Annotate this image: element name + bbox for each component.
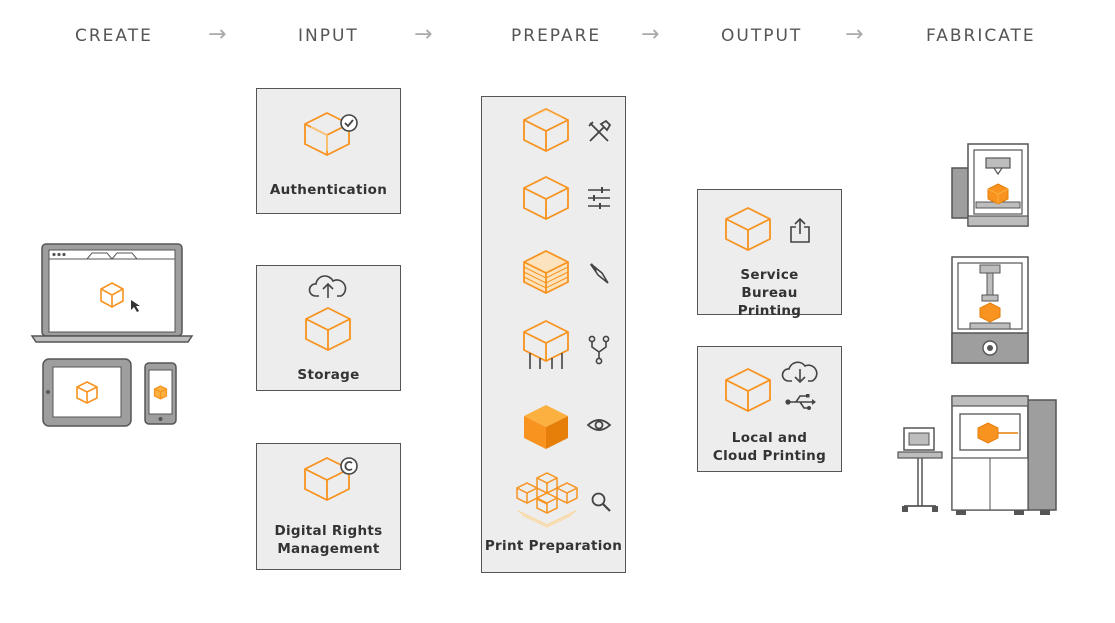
drm-label: Digital Rights Management	[274, 523, 383, 557]
cube-icon	[305, 306, 351, 352]
local-cloud-label: Local and Cloud Printing	[712, 430, 827, 464]
sliders-icon	[588, 187, 610, 209]
service-bureau-box: Service Bureau Printing	[697, 189, 842, 319]
stage-fabricate: FABRICATE	[926, 26, 1036, 46]
cloud-upload-icon	[308, 275, 347, 298]
print-preparation-box: Print Preparation	[481, 96, 626, 573]
desktop-printer-icon	[951, 143, 1029, 227]
drm-box: Digital Rights Management	[256, 443, 401, 570]
stage-input: INPUT	[298, 26, 359, 46]
laptop-icon	[30, 243, 194, 343]
cube-cluster-icon	[516, 472, 578, 528]
cube-icon	[725, 367, 771, 413]
copyright-icon	[340, 457, 358, 475]
stage-output: OUTPUT	[721, 26, 803, 46]
stage-prepare: PREPARE	[511, 26, 602, 46]
usb-icon	[785, 394, 816, 410]
search-icon	[591, 492, 611, 512]
cube-icon	[725, 206, 771, 252]
knife-icon	[590, 263, 609, 284]
tools-icon	[588, 119, 612, 142]
cube-solid-icon	[524, 405, 568, 449]
fork-icon	[588, 335, 610, 365]
authentication-box: Authentication	[256, 88, 401, 214]
storage-label: Storage	[297, 367, 360, 383]
arrow-icon: →	[414, 22, 433, 47]
eye-icon	[586, 419, 612, 431]
cube-icon	[523, 107, 569, 153]
cube-supports-icon	[523, 319, 569, 369]
arrow-icon: →	[208, 22, 227, 47]
storage-box: Storage	[256, 265, 401, 391]
print-preparation-label: Print Preparation	[484, 538, 623, 554]
check-badge-icon	[340, 114, 358, 132]
service-bureau-label: Service Bureau Printing	[737, 267, 802, 319]
local-cloud-box: Local and Cloud Printing	[697, 346, 842, 472]
arrow-icon: →	[845, 22, 864, 47]
stage-create: CREATE	[75, 26, 153, 46]
tablet-icon	[42, 358, 132, 427]
cube-sliced-icon	[523, 249, 569, 295]
share-icon	[790, 217, 810, 243]
cube-icon	[523, 175, 569, 221]
authentication-label: Authentication	[269, 182, 388, 198]
cloud-download-icon	[781, 361, 818, 384]
arrow-icon: →	[641, 22, 660, 47]
sla-printer-icon	[951, 256, 1029, 364]
industrial-printer-icon	[897, 395, 1057, 515]
phone-icon	[144, 362, 177, 425]
